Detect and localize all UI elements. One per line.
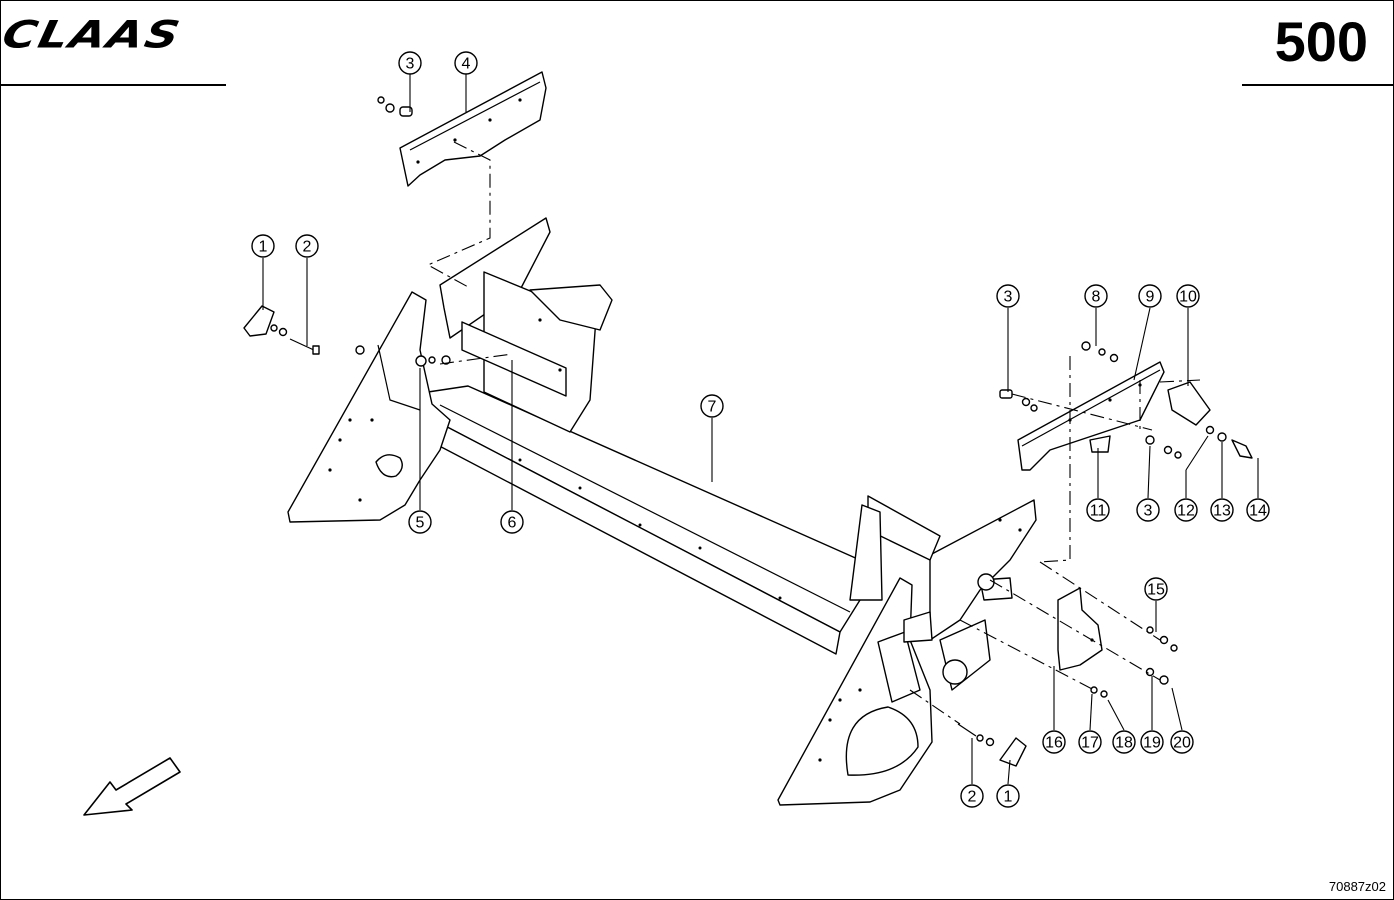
header-rule-left bbox=[0, 84, 226, 86]
callout-16: 16 bbox=[1042, 730, 1066, 754]
callout-label: 6 bbox=[508, 515, 517, 532]
callout-9: 9 bbox=[1138, 284, 1162, 308]
callout-1: 1 bbox=[251, 234, 275, 258]
callout-label: 11 bbox=[1090, 503, 1107, 520]
callout-label: 2 bbox=[303, 239, 312, 256]
callout-label: 7 bbox=[708, 399, 717, 416]
callout-label: 16 bbox=[1045, 735, 1063, 752]
callout-label: 5 bbox=[416, 515, 425, 532]
callout-label: 8 bbox=[1092, 289, 1101, 306]
callout-13: 13 bbox=[1210, 498, 1234, 522]
callout-label: 20 bbox=[1173, 735, 1191, 752]
main-cross-beam bbox=[427, 385, 879, 655]
callout-20: 20 bbox=[1170, 730, 1194, 754]
callout-2: 2 bbox=[295, 234, 319, 258]
callout-1: 1 bbox=[996, 784, 1020, 808]
callout-label: 15 bbox=[1147, 582, 1165, 599]
callout-label: 3 bbox=[406, 56, 415, 73]
callout-18: 18 bbox=[1112, 730, 1136, 754]
callout-12: 12 bbox=[1174, 498, 1198, 522]
right-plate-bracket bbox=[1057, 587, 1103, 671]
callout-6: 6 bbox=[500, 510, 524, 534]
page-number: 500 bbox=[1274, 10, 1368, 73]
callout-label: 4 bbox=[462, 56, 471, 73]
callout-2: 2 bbox=[960, 784, 984, 808]
callout-10: 10 bbox=[1176, 284, 1200, 308]
callout-label: 17 bbox=[1081, 735, 1099, 752]
leader-lines bbox=[262, 74, 1259, 785]
fasteners bbox=[355, 341, 1253, 698]
callout-11: 11 bbox=[1086, 498, 1110, 522]
callout-label: 9 bbox=[1146, 289, 1155, 306]
callout-label: 14 bbox=[1249, 503, 1267, 520]
callout-7: 7 bbox=[700, 394, 724, 418]
right-side-plate bbox=[777, 495, 1037, 806]
callout-label: 2 bbox=[968, 789, 977, 806]
right-bracket bbox=[1017, 361, 1211, 471]
callout-label: 1 bbox=[1004, 789, 1013, 806]
callout-3: 3 bbox=[996, 284, 1020, 308]
callout-14: 14 bbox=[1246, 498, 1270, 522]
callout-label: 3 bbox=[1144, 503, 1153, 520]
left-side-plate bbox=[287, 217, 613, 523]
callout-17: 17 bbox=[1078, 730, 1102, 754]
callout-label: 1 bbox=[259, 239, 268, 256]
callout-5: 5 bbox=[408, 510, 432, 534]
callout-8: 8 bbox=[1084, 284, 1108, 308]
callout-label: 3 bbox=[1004, 289, 1013, 306]
header-rule-right bbox=[1242, 84, 1394, 86]
callout-label: 13 bbox=[1213, 503, 1231, 520]
assembly-lines bbox=[426, 141, 1201, 725]
callout-4: 4 bbox=[454, 51, 478, 75]
right-end-cap bbox=[957, 723, 1027, 767]
top-bracket bbox=[377, 71, 547, 187]
callout-label: 18 bbox=[1115, 735, 1133, 752]
callout-label: 19 bbox=[1143, 735, 1161, 752]
callout-3: 3 bbox=[398, 51, 422, 75]
callout-3: 3 bbox=[1136, 498, 1160, 522]
callout-label: 10 bbox=[1179, 289, 1197, 306]
left-end-cap bbox=[243, 305, 320, 355]
drawing-code: 70887z02 bbox=[1328, 879, 1386, 894]
callout-15: 15 bbox=[1144, 577, 1168, 601]
callout-label: 12 bbox=[1177, 503, 1195, 520]
direction-arrow-icon bbox=[83, 757, 181, 816]
callout-19: 19 bbox=[1140, 730, 1164, 754]
